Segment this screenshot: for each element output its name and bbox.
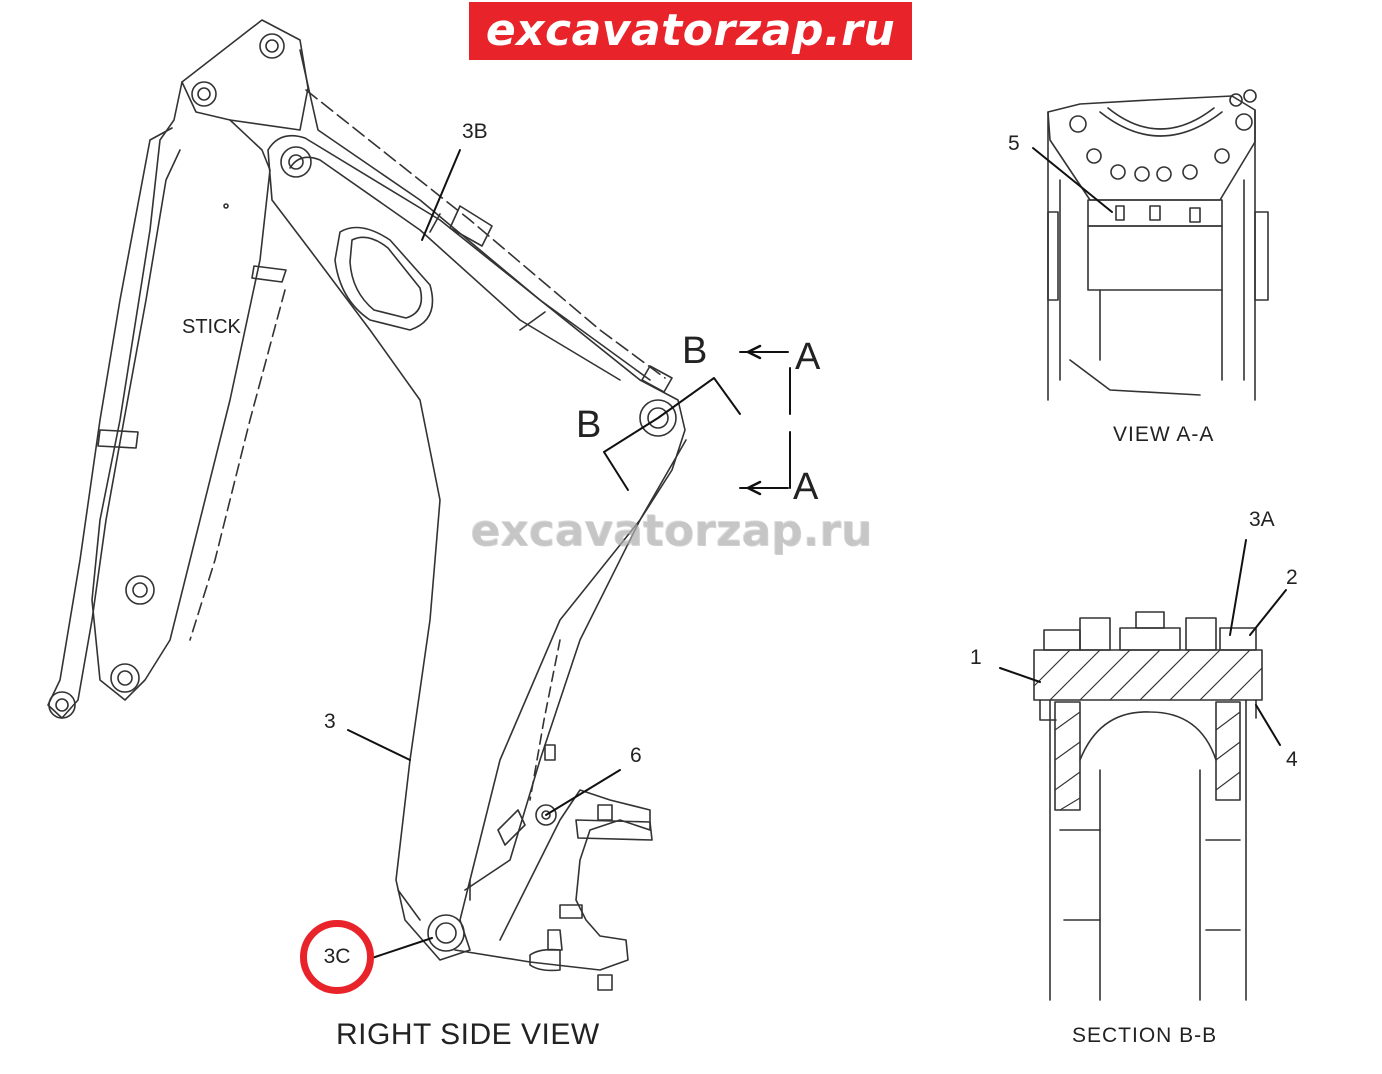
callout-3c: 3C — [323, 945, 351, 968]
callout-6: 6 — [630, 744, 642, 767]
view-aa-drawing — [1032, 89, 1269, 401]
site-banner: excavatorzap.ru — [469, 2, 912, 60]
callout-3a: 3A — [1249, 508, 1275, 531]
right-side-view-title: RIGHT SIDE VIEW — [336, 1018, 600, 1051]
section-marker-b-bottom: B — [576, 404, 602, 446]
boom-drawing — [267, 49, 687, 991]
highlight-circle — [300, 920, 374, 994]
section-marker-a-bottom: A — [793, 466, 819, 508]
section-bb-title: SECTION B-B — [1072, 1024, 1218, 1047]
callout-3b: 3B — [462, 120, 488, 143]
stick-drawing — [47, 19, 309, 719]
callout-2: 2 — [1286, 566, 1298, 589]
callout-4: 4 — [1286, 748, 1298, 771]
stick-label: STICK — [182, 316, 241, 338]
view-aa-title: VIEW A-A — [1113, 423, 1215, 446]
section-bb-drawing — [999, 539, 1287, 1001]
callout-5: 5 — [1008, 132, 1020, 155]
section-marker-a-top: A — [795, 336, 821, 378]
callout-3: 3 — [324, 710, 336, 733]
callout-1: 1 — [970, 646, 982, 669]
leader-lines — [347, 149, 791, 959]
watermark-text: excavatorzap.ru — [470, 505, 872, 556]
section-marker-b-top: B — [682, 330, 708, 372]
